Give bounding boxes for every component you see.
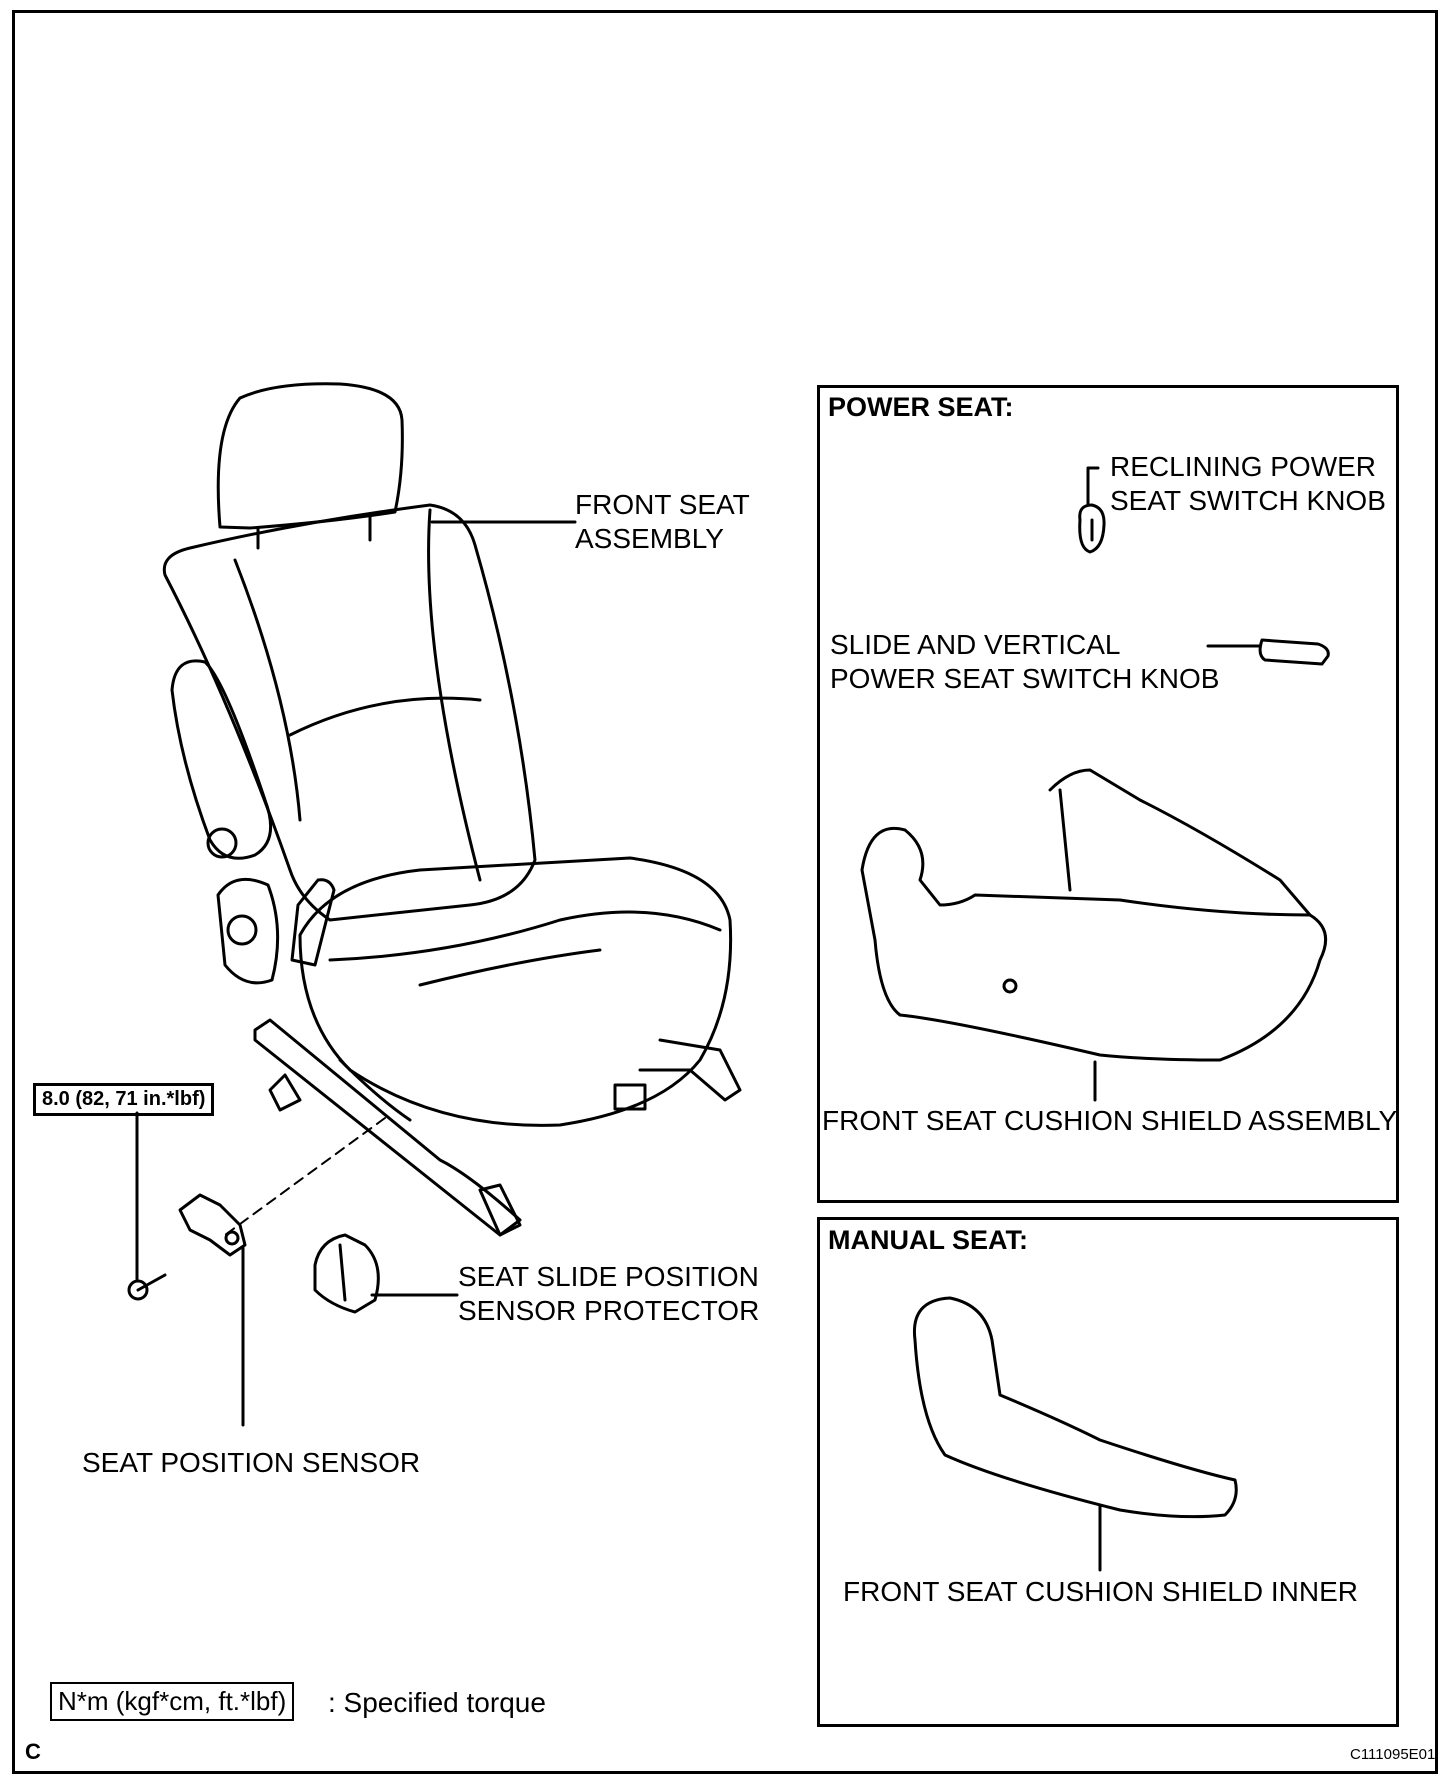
shield-inner-label: FRONT SEAT CUSHION SHIELD INNER [843, 1576, 1358, 1607]
figure-code: C111095E01 [1350, 1746, 1436, 1763]
side-bolster [170, 659, 273, 860]
shield-assembly-label: FRONT SEAT CUSHION SHIELD ASSEMBLY [822, 1105, 1398, 1136]
torque-spec-box: 8.0 (82, 71 in.*lbf) [33, 1083, 215, 1116]
seat-rails [253, 1018, 522, 1237]
seat-position-sensor-drawing [178, 1193, 247, 1257]
torque-legend-text: : Specified torque [328, 1687, 546, 1718]
manual-seat-panel [817, 1217, 1399, 1727]
power-seat-panel [817, 385, 1399, 1203]
reclining-knob-label: RECLINING POWER SEAT SWITCH KNOB [1110, 451, 1386, 516]
cushion-shield-assembly-drawing [860, 827, 1328, 1062]
sensor-protector-drawing [313, 1233, 380, 1314]
corner-letter: C [25, 1739, 41, 1764]
slide-knob-drawing [1258, 638, 1330, 666]
reclining-knob-drawing [1078, 503, 1106, 554]
front-seat-assembly-label: FRONT SEAT ASSEMBLY [575, 489, 750, 554]
manual-seat-title: MANUAL SEAT: [828, 1225, 1028, 1255]
bolt-drawing [136, 1273, 167, 1292]
sensor-protector-label: SEAT SLIDE POSITION SENSOR PROTECTOR [458, 1261, 760, 1326]
seat-belt-buckle [290, 878, 336, 967]
power-seat-title: POWER SEAT: [828, 392, 1014, 422]
torque-legend-box: N*m (kgf*cm, ft.*lbf) [50, 1682, 295, 1721]
slide-knob-label: SLIDE AND VERTICAL POWER SEAT SWITCH KNO… [830, 629, 1220, 694]
seat-back [162, 503, 537, 922]
seat-position-sensor-label: SEAT POSITION SENSOR [82, 1447, 421, 1478]
page-frame [12, 10, 1438, 1774]
installation-dashed-line [224, 1117, 386, 1236]
headrest [216, 382, 404, 530]
cushion-shield-inner-drawing [912, 1296, 1238, 1519]
